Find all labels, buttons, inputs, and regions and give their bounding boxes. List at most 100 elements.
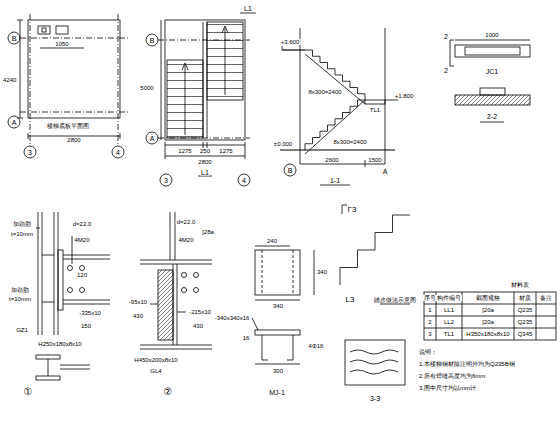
drawing-label: -335x10 <box>78 310 102 316</box>
drawing-label: 3.图中尺寸均以mm计 <box>418 385 477 391</box>
section-1-1-stroke <box>282 49 305 50</box>
stair-plan <box>146 13 256 186</box>
drawing-label: GZ1 <box>15 327 29 333</box>
embedded-plate-mj1-stroke <box>255 300 300 301</box>
section-1-1-stroke <box>280 149 395 150</box>
base-plan-stroke <box>112 146 124 158</box>
drawing-label: 340 <box>272 303 284 309</box>
detail-1-stroke <box>36 355 60 359</box>
section-1-1-stroke <box>282 46 283 50</box>
base-plan-stroke <box>20 38 128 39</box>
base-plan-stroke <box>20 112 128 113</box>
base-plan-stroke <box>28 20 120 118</box>
material-table-stroke <box>424 292 556 340</box>
embedded-plate-mj1-stroke <box>252 318 258 330</box>
detail-1-stroke <box>42 255 54 256</box>
stair-plan-stroke <box>158 40 250 41</box>
section-1-1-stroke <box>385 28 386 164</box>
drawing-label: 1000 <box>484 32 499 38</box>
footing-jc1-stroke <box>455 45 530 57</box>
detail-1-stroke <box>48 359 49 376</box>
drawing-label: 1.本楼梯钢材除注明外均为Q235B钢 <box>418 361 516 367</box>
detail-2-stroke <box>170 212 171 260</box>
detail-1-stroke <box>60 365 90 366</box>
drawing-label: B <box>287 167 294 174</box>
material-table <box>424 292 556 340</box>
drawing-label: A <box>11 119 18 126</box>
footing-jc1-stroke <box>455 95 530 105</box>
drawing-label: 4240 <box>2 77 17 83</box>
detail-1-stroke <box>63 255 110 256</box>
embedded-plate-mj1-stroke <box>255 364 300 365</box>
stair-plan-stroke <box>238 174 250 186</box>
drawing-label: 1275 <box>218 148 233 154</box>
detail-1-stroke <box>80 288 85 293</box>
section-1-1-stroke <box>365 100 385 104</box>
embedded-plate-mj1-stroke <box>262 360 268 361</box>
table-cell: 材质 <box>518 295 532 301</box>
drawing-label: 340 <box>316 269 328 275</box>
drawing-label: 加劲肋 <box>10 287 30 293</box>
base-plan-stroke <box>20 20 21 118</box>
drawing-label: B <box>11 35 18 42</box>
drawing-label: 2800 <box>197 159 212 165</box>
detail-1-stroke <box>36 228 40 229</box>
material-table-stroke <box>514 292 515 340</box>
embedded-plate-mj1-stroke <box>262 250 263 295</box>
stair-plan-stroke <box>165 20 245 140</box>
table-cell: H350x180x8x10 <box>465 331 510 337</box>
stair-plan-stroke <box>245 142 246 159</box>
footing-jc1-stroke <box>450 66 454 67</box>
drawing-label: 加劲肋 <box>12 221 32 227</box>
table-cell: Q345 <box>517 331 534 337</box>
table-cell: TL1 <box>443 331 455 337</box>
section-1-1-stroke <box>284 164 296 176</box>
section-1-1-stroke <box>320 185 350 186</box>
detail-1-stroke <box>63 304 110 305</box>
table-cell: Q235 <box>517 307 534 313</box>
detail-2-stroke <box>140 260 212 261</box>
drawing-label: H250x180x8x10 <box>37 341 82 347</box>
stair-plan-stroke <box>167 60 203 138</box>
base-plan-stroke <box>40 48 84 49</box>
drawing-label: 2 <box>443 67 449 74</box>
stair-plan-stroke <box>207 22 208 138</box>
drawing-label: 说明： <box>418 349 438 355</box>
detail-1-stroke <box>38 212 39 335</box>
base-plan-stroke <box>8 116 20 128</box>
stair-plan-stroke <box>182 63 188 70</box>
detail-1-stroke <box>72 236 73 264</box>
detail-1-stroke <box>54 212 55 335</box>
stair-plan-stroke <box>225 28 226 95</box>
stair-plan-stroke <box>158 138 250 139</box>
base-plan-stroke <box>120 133 121 139</box>
detail-1-stroke <box>68 288 73 293</box>
section-1-1-stroke <box>365 160 366 167</box>
base-plan-stroke <box>56 26 68 34</box>
footing-jc1-stroke <box>450 40 451 66</box>
tread-detail-l3-stroke <box>350 350 398 354</box>
drawing-label: 4M20 <box>73 237 90 243</box>
drawing-label: A <box>382 168 389 175</box>
drawing-label: 1275 <box>177 148 192 154</box>
base-plan-stroke <box>28 133 29 139</box>
section-1-1-stroke <box>305 54 365 104</box>
stair-plan-stroke <box>185 65 186 135</box>
drawing-label: 3 <box>27 149 33 156</box>
detail-1-stroke <box>63 300 110 301</box>
stair-plan-stroke <box>161 20 162 140</box>
drawing-label: 8x300=2400 <box>332 139 367 145</box>
stair-plan-stroke <box>222 26 228 33</box>
base-plan-stroke <box>8 32 20 44</box>
drawing-label: ① <box>23 387 34 397</box>
base-plan-stroke <box>118 14 119 146</box>
detail-2-stroke <box>177 264 178 345</box>
drawing-label: L3 <box>345 296 356 304</box>
footing-jc1-stroke <box>480 88 505 95</box>
detail-1-stroke <box>42 302 54 303</box>
drawing-label: 150 <box>80 323 92 329</box>
section-1-1 <box>280 28 398 185</box>
drawing-label: +1.800 <box>394 93 415 99</box>
tread-detail-l3 <box>340 205 410 385</box>
detail-1-stroke <box>63 259 110 260</box>
